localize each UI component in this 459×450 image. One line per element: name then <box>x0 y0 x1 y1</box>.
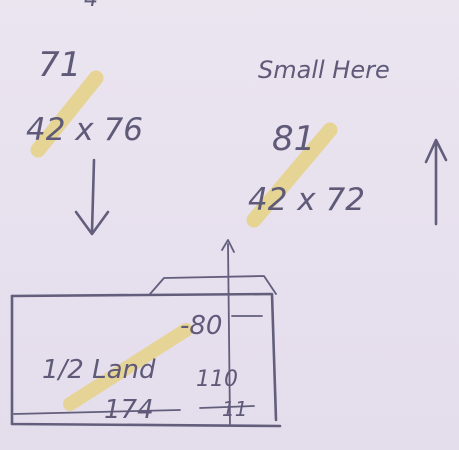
box-side-value: 110 <box>196 367 238 392</box>
highlight-box <box>63 323 193 411</box>
arrow-up-icon <box>424 138 448 226</box>
top-fragment: 4 <box>84 0 98 12</box>
box-sketch <box>10 239 282 428</box>
box-bottom-value: 174 <box>104 395 154 425</box>
right-dimensions: 42 x 72 <box>248 182 365 218</box>
right-caption: Small Here <box>258 56 390 84</box>
box-label: 1/2 Land <box>42 355 156 385</box>
box-bottom-right-mark: 11 <box>222 397 247 421</box>
right-number: 81 <box>272 119 315 159</box>
left-number: 71 <box>38 45 81 85</box>
highlight-left <box>30 70 104 158</box>
box-top-value: -80 <box>180 311 222 341</box>
highlight-right <box>246 122 338 228</box>
arrow-down-icon <box>74 158 110 236</box>
left-dimensions: 42 x 76 <box>26 112 143 148</box>
